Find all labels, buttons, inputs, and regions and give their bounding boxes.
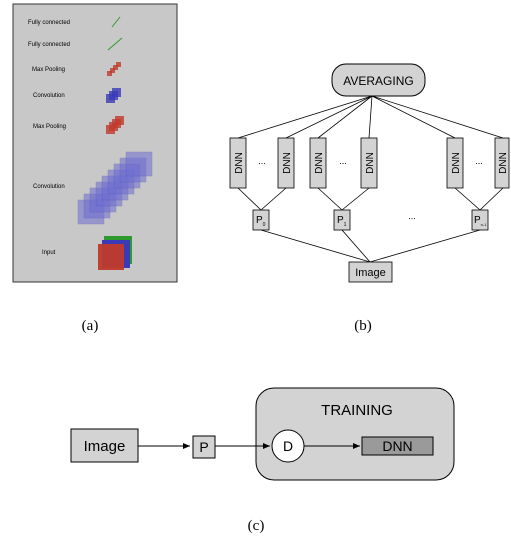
panel-a-background (12, 3, 178, 283)
dnn-label: DNN (365, 152, 376, 174)
fc1-layer (111, 16, 121, 28)
dnn-label: DNN (451, 152, 462, 174)
image-label-b: Image (355, 267, 386, 279)
dnn-label: DNN (498, 152, 509, 174)
dnn-box-4: DNN (360, 137, 378, 189)
p-label-c: P (199, 439, 208, 455)
layer-label-input: Input (42, 250, 56, 256)
connections-top (237, 95, 504, 139)
ellipsis: ... (339, 156, 347, 166)
connections-p-to-image (260, 229, 481, 263)
caption-c: (c) (248, 518, 265, 534)
ellipsis: ... (258, 156, 266, 166)
maxpool1-layer (107, 62, 121, 76)
layer-label-maxpool1: Max Pooling (32, 67, 65, 73)
conv2-layer (77, 151, 153, 225)
dnn-label: DNN (314, 152, 325, 174)
training-label: TRAINING (321, 402, 393, 419)
d-label: D (283, 438, 293, 454)
layer-label-maxpool2: Max Pooling (33, 124, 66, 130)
training-box (255, 387, 455, 481)
layer-label-fc2: Fully connected (28, 42, 70, 48)
caption-a: (a) (82, 318, 99, 334)
dnn-box-3: DNN (309, 137, 327, 189)
layer-label-conv2: Convolution (33, 184, 65, 190)
image-node-c: Image (70, 428, 139, 463)
input-layer (98, 236, 132, 270)
dnn-node-c: DNN (361, 436, 434, 456)
panel-b: AVERAGING DNN DNN DNN DNN DNN DNN ... ..… (229, 63, 510, 283)
conv1-layer (106, 88, 121, 103)
p0-label: P0 (256, 215, 266, 228)
panel-c: TRAINING Image P D DNN (70, 387, 455, 481)
dnn-label-c: DNN (382, 438, 412, 454)
dnn-box-1: DNN (229, 137, 247, 189)
dnn-label: DNN (234, 152, 245, 174)
caption-b: (b) (354, 318, 372, 334)
panel-a: Fully connected Fully connected Max Pool… (12, 3, 178, 283)
pn-node: Pn-1 (471, 209, 489, 231)
dnn-box-6: DNN (494, 137, 510, 189)
dnn-box-5: DNN (446, 137, 464, 189)
p-node-c: P (192, 435, 216, 459)
layer-label-fc1: Fully connected (28, 20, 70, 26)
image-label-c: Image (84, 438, 126, 455)
pn-label: Pn-1 (474, 215, 487, 227)
fc2-layer (107, 37, 123, 51)
ellipsis: ... (408, 211, 416, 221)
p1-label: P1 (337, 215, 347, 228)
image-node-b: Image (348, 261, 393, 283)
ellipsis: ... (475, 156, 483, 166)
dnn-label: DNN (282, 152, 293, 174)
maxpool2-layer (106, 116, 124, 134)
layer-label-conv1: Convolution (33, 93, 65, 99)
p0-node: P0 (252, 209, 270, 231)
averaging-node: AVERAGING (331, 63, 426, 97)
d-node: D (271, 429, 305, 463)
p1-node: P1 (333, 209, 351, 231)
averaging-label: AVERAGING (343, 74, 413, 88)
dnn-box-2: DNN (277, 137, 295, 189)
connections-dnn-to-p (237, 187, 504, 211)
